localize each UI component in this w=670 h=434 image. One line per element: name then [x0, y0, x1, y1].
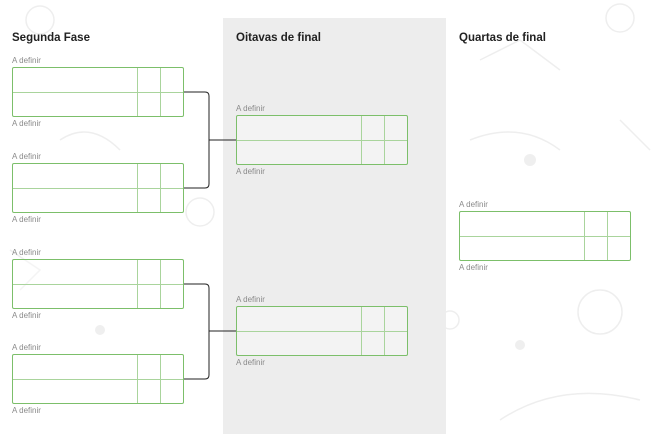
score-column-1: [361, 116, 362, 164]
score-column-2: [160, 355, 161, 403]
team-a-label: A definir: [12, 343, 41, 352]
team-b-row[interactable]: [13, 92, 183, 116]
team-a-row[interactable]: [237, 116, 407, 141]
match-r1-2: A definir A definir: [12, 152, 184, 224]
team-a-row[interactable]: [13, 260, 183, 285]
team-a-row[interactable]: [13, 68, 183, 93]
match-box: [236, 115, 408, 165]
team-a-label: A definir: [12, 56, 41, 65]
score-column-2: [160, 164, 161, 212]
team-a-row[interactable]: [237, 307, 407, 332]
score-column-2: [607, 212, 608, 260]
score-column-1: [361, 307, 362, 355]
match-r1-1: A definir A definir: [12, 56, 184, 128]
match-r1-3: A definir A definir: [12, 248, 184, 320]
score-column-1: [137, 260, 138, 308]
team-a-label: A definir: [459, 200, 488, 209]
team-a-label: A definir: [236, 295, 265, 304]
score-column-1: [137, 164, 138, 212]
score-column-2: [160, 260, 161, 308]
score-column-2: [384, 307, 385, 355]
team-b-label: A definir: [12, 119, 41, 128]
round-title-segunda-fase: Segunda Fase: [12, 32, 90, 44]
team-b-row[interactable]: [460, 236, 630, 260]
match-r3-1: A definir A definir: [459, 200, 631, 272]
team-b-label: A definir: [236, 358, 265, 367]
round-title-quartas: Quartas de final: [459, 32, 546, 44]
team-a-row[interactable]: [460, 212, 630, 237]
team-b-row[interactable]: [13, 188, 183, 212]
team-b-row[interactable]: [13, 284, 183, 308]
match-box: [236, 306, 408, 356]
match-box: [12, 259, 184, 309]
team-b-label: A definir: [459, 263, 488, 272]
match-box: [12, 163, 184, 213]
team-a-label: A definir: [12, 152, 41, 161]
score-column-2: [160, 68, 161, 116]
team-a-row[interactable]: [13, 164, 183, 189]
team-b-row[interactable]: [237, 331, 407, 355]
round-of-16-column: [223, 18, 446, 434]
score-column-1: [584, 212, 585, 260]
team-b-label: A definir: [12, 311, 41, 320]
team-a-label: A definir: [12, 248, 41, 257]
team-a-label: A definir: [236, 104, 265, 113]
score-column-2: [384, 116, 385, 164]
team-b-label: A definir: [12, 406, 41, 415]
match-r2-2: A definir A definir: [236, 295, 408, 367]
match-box: [12, 354, 184, 404]
match-box: [459, 211, 631, 261]
team-b-label: A definir: [12, 215, 41, 224]
match-box: [12, 67, 184, 117]
team-b-row[interactable]: [13, 379, 183, 403]
team-b-row[interactable]: [237, 140, 407, 164]
score-column-1: [137, 355, 138, 403]
team-b-label: A definir: [236, 167, 265, 176]
round-title-oitavas: Oitavas de final: [236, 32, 322, 44]
match-r2-1: A definir A definir: [236, 104, 408, 176]
match-r1-4: A definir A definir: [12, 343, 184, 415]
team-a-row[interactable]: [13, 355, 183, 380]
score-column-1: [137, 68, 138, 116]
